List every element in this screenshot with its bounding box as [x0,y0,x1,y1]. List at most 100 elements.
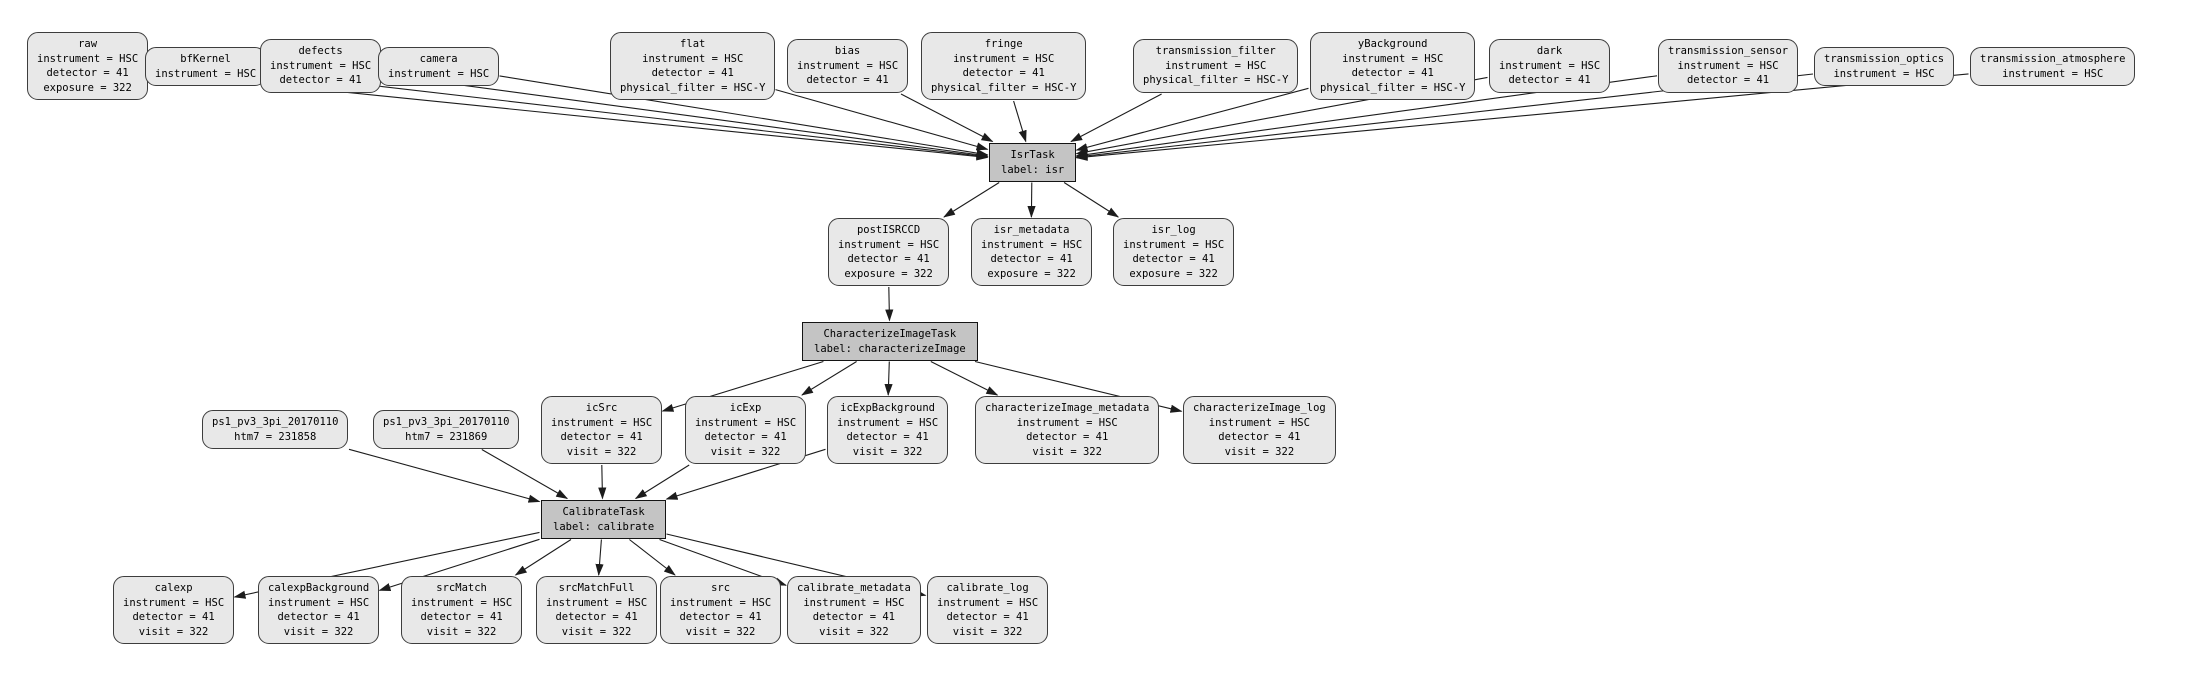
node-attr: physical_filter = HSC-Y [1143,74,1289,86]
node-attr: detector = 41 [1132,253,1215,265]
node-attr: instrument = HSC [1833,67,1935,80]
edge-flat-to-isr [775,89,989,151]
node-attr: instrument = HSC [642,52,744,65]
node-attr: detector = 41 [806,74,889,86]
node-attr: detector = 41 [277,611,360,623]
node-attr: instrument = HSC [695,416,797,429]
node-title: transmission_optics [1824,53,1945,65]
node-attr: detector = 41 [1508,74,1591,86]
node-attr: instrument = HSC [411,596,513,609]
edge-fringe-to-isr [1013,100,1027,143]
edge-characterizeImage-to-characterizeImage_metadata [930,361,999,396]
node-title: postISRCCD [856,224,921,236]
node-title: calibrate_log [946,582,1029,594]
node-attr: instrument = HSC [268,596,370,609]
node-title: defects [298,45,343,57]
edge-characterizeImage-to-icExpBackground [884,361,893,396]
node-title: bfKernel [180,53,231,65]
node-title: transmission_sensor [1668,45,1789,57]
node-title: CalibrateTask [562,506,645,518]
node-attr: instrument = HSC [1342,52,1444,65]
node-attr: visit = 322 [952,625,1023,638]
node-attr: instrument = HSC [981,238,1083,251]
node-attr: visit = 322 [1224,445,1295,458]
edge-characterizeImage-to-icExp [801,361,857,396]
node-attr: visit = 322 [283,625,354,638]
node-attr: label: characterizeImage [814,342,966,355]
node-attr: detector = 41 [846,431,929,443]
node-attr: exposure = 322 [43,81,132,94]
dataset-node-icExpBackground: icExpBackground instrument = HSC detector … [827,396,949,464]
node-attr: detector = 41 [132,611,215,623]
node-title: yBackground [1357,38,1428,50]
node-attr: detector = 41 [279,74,362,86]
dataset-node-icSrc: icSrc instrument = HSC detector = 41 visit … [541,396,663,464]
node-attr: label: isr [1001,163,1065,176]
edge-ps1_231869-to-calibrate [481,449,569,499]
node-title: raw [78,38,98,50]
node-attr: instrument = HSC [803,596,905,609]
edge-bias-to-isr [900,93,994,142]
node-title: bias [834,45,861,57]
node-title: isr_log [1151,224,1196,236]
node-attr: instrument = HSC [2002,67,2104,80]
node-attr: detector = 41 [46,67,129,79]
node-title: IsrTask [1010,149,1055,161]
node-attr: detector = 41 [1218,431,1301,443]
node-attr: instrument = HSC [838,238,940,251]
node-title: flat [680,38,706,50]
node-title: characterizeImage_metadata [985,402,1150,414]
node-attr: detector = 41 [651,67,734,79]
dataset-node-characterizeImage_log: characterizeImage_log instrument = HSC det… [1183,396,1336,464]
node-attr: detector = 41 [560,431,643,443]
edge-transmission_filter-to-isr [1070,93,1162,142]
node-title: characterizeImage_log [1193,402,1326,414]
edge-calibrate-to-srcMatch [514,539,572,576]
node-attr: physical_filter = HSC-Y [931,81,1077,94]
node-attr: instrument = HSC [551,416,653,429]
edge-isr-to-postISRCCD [943,182,1000,218]
node-attr: exposure = 322 [1129,267,1218,280]
node-attr: detector = 41 [962,67,1045,79]
node-title: srcMatch [436,582,487,594]
node-attr: detector = 41 [946,611,1029,623]
node-title: ps1_pv3_3pi_20170110 [383,416,510,428]
edge-calibrate-to-srcMatchFull [595,539,604,576]
node-title: dark [1536,45,1563,57]
node-attr: detector = 41 [812,611,895,623]
node-attr: detector = 41 [679,611,762,623]
node-attr: instrument = HSC [670,596,772,609]
edge-icSrc-to-calibrate [598,464,607,500]
node-attr: instrument = HSC [270,59,372,72]
node-attr: instrument = HSC [1499,59,1601,72]
dataset-node-defects: defects instrument = HSC detector = 41 [260,39,382,93]
node-attr: instrument = HSC [388,67,490,80]
node-attr: visit = 322 [566,445,637,458]
node-attr: visit = 322 [852,445,923,458]
node-attr: instrument = HSC [837,416,939,429]
node-title: icExpBackground [840,402,935,414]
node-attr: instrument = HSC [1208,416,1310,429]
node-attr: visit = 322 [561,625,632,638]
node-attr: visit = 322 [138,625,209,638]
node-title: ps1_pv3_3pi_20170110 [212,416,339,428]
node-attr: instrument = HSC [1123,238,1225,251]
dataset-node-transmission_optics: transmission_optics instrument = HSC [1814,47,1955,86]
node-title: icSrc [585,402,618,414]
node-attr: detector = 41 [1351,67,1434,79]
edge-yBackground-to-isr [1075,87,1309,152]
node-attr: detector = 41 [847,253,930,265]
